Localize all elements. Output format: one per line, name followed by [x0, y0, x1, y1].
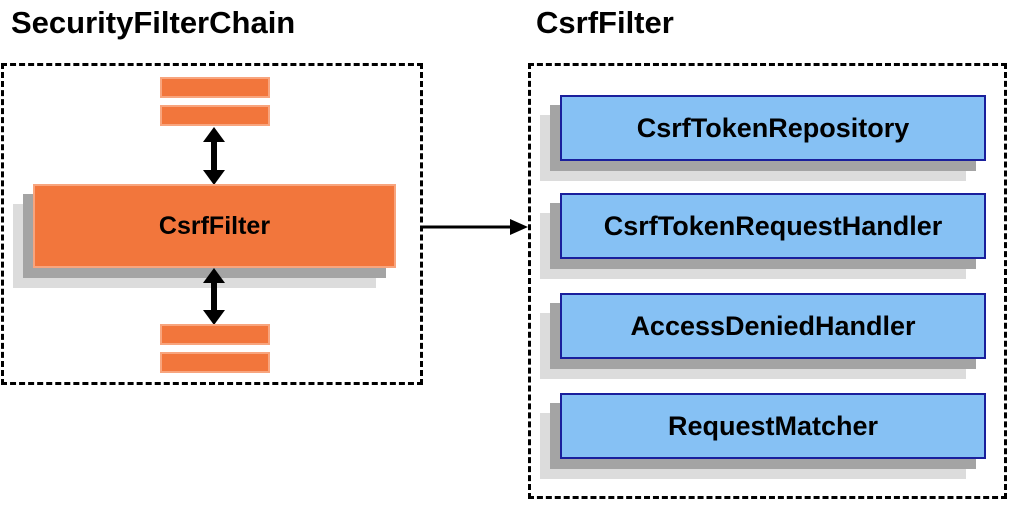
- access-denied-handler-label: AccessDeniedHandler: [630, 310, 916, 341]
- filter-placeholder-bar: [160, 105, 270, 126]
- csrf-filter-group: [528, 63, 1007, 499]
- security-filter-chain-title: SecurityFilterChain: [11, 5, 296, 40]
- arrow-shaft: [423, 225, 514, 229]
- csrf-filter-title: CsrfFilter: [536, 5, 674, 40]
- arrowhead-down-icon: [203, 310, 225, 325]
- arrow-shaft: [211, 279, 217, 314]
- arrowhead-down-icon: [203, 170, 225, 185]
- access-denied-handler-box: AccessDeniedHandler: [560, 293, 986, 359]
- double-arrow-icon: [203, 268, 225, 325]
- connector-arrow-icon: [423, 219, 528, 235]
- request-matcher-label: RequestMatcher: [667, 410, 879, 441]
- arrowhead-up-icon: [203, 268, 225, 283]
- filter-placeholder-bar: [160, 352, 270, 373]
- arrowhead-up-icon: [203, 127, 225, 142]
- filter-placeholder-bar: [160, 77, 270, 98]
- arrow-shaft: [211, 138, 217, 174]
- request-matcher-box: RequestMatcher: [560, 393, 986, 459]
- csrf-token-request-handler-box: CsrfTokenRequestHandler: [560, 193, 986, 259]
- csrf-filter-box-label: CsrfFilter: [158, 211, 271, 240]
- security-filter-chain-group: [1, 63, 423, 385]
- csrf-token-request-handler-label: CsrfTokenRequestHandler: [603, 210, 943, 241]
- arrowhead-right-icon: [510, 219, 528, 235]
- csrf-token-repository-label: CsrfTokenRepository: [636, 112, 910, 143]
- double-arrow-icon: [203, 127, 225, 185]
- csrf-token-repository-box: CsrfTokenRepository: [560, 95, 986, 161]
- csrf-filter-box: CsrfFilter: [33, 184, 396, 268]
- filter-placeholder-bar: [160, 324, 270, 345]
